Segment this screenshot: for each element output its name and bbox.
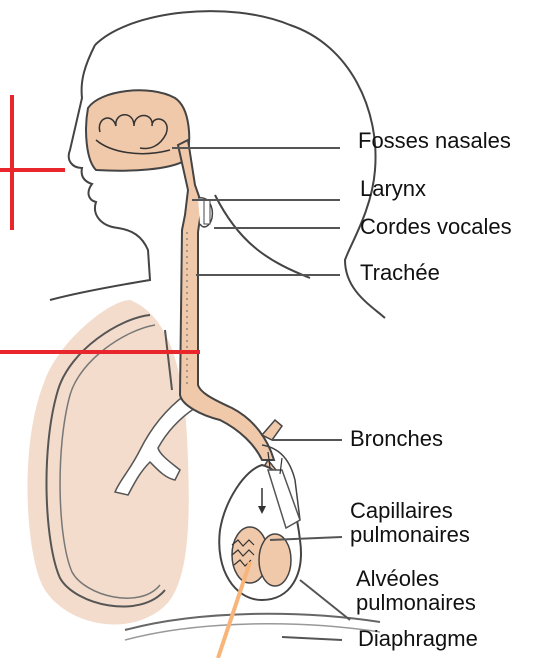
neck-back-line bbox=[215, 195, 310, 278]
vocal-cords-shape bbox=[204, 200, 210, 224]
label-capillaires-line1: Capillaires bbox=[350, 500, 453, 522]
label-bronches: Bronches bbox=[350, 428, 443, 450]
face-profile bbox=[50, 45, 150, 300]
label-fosses-nasales: Fosses nasales bbox=[358, 130, 511, 152]
label-larynx: Larynx bbox=[360, 178, 426, 200]
label-cordes-vocales: Cordes vocales bbox=[360, 216, 512, 238]
red-marker-nose bbox=[0, 95, 65, 230]
label-trachee: Trachée bbox=[360, 262, 440, 284]
label-alveoles-line1: Alvéoles bbox=[356, 568, 439, 590]
label-alveoles-line2: pulmonaires bbox=[356, 592, 476, 614]
nasal-cavity bbox=[86, 90, 189, 170]
label-diaphragme: Diaphragme bbox=[358, 628, 478, 650]
airway-trachea bbox=[178, 140, 274, 460]
alveolus-right bbox=[259, 534, 291, 586]
label-capillaires-line2: pulmonaires bbox=[350, 524, 470, 546]
